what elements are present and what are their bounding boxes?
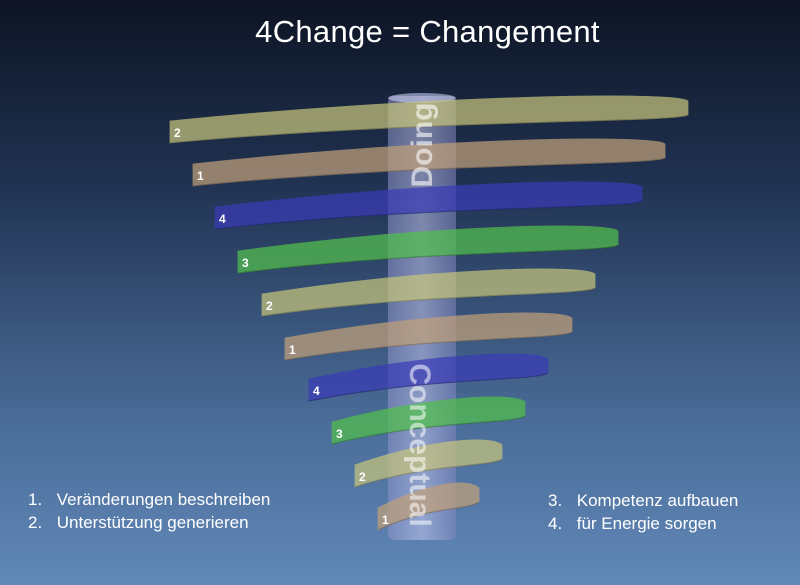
legend-text: Unterstützung generieren (56, 513, 249, 532)
axis-label-doing: Doing (406, 103, 439, 188)
spiral-band-number: 2 (174, 126, 181, 140)
spiral-band-number: 2 (359, 470, 366, 484)
spiral-band-shape (331, 396, 526, 445)
spiral-band-edge (169, 114, 689, 144)
spiral-band-shape (354, 439, 503, 488)
spiral-band: 1 (192, 138, 666, 187)
spiral-band-number: 4 (313, 384, 320, 398)
legend-item: 1. Veränderungen beschreiben (28, 488, 270, 511)
spiral-band-number: 1 (289, 343, 296, 357)
spiral-band-shape (237, 225, 619, 274)
legend-text: für Energie sorgen (576, 514, 717, 533)
legend-item: 2. Unterstützung generieren (28, 511, 270, 534)
spiral-band-number: 3 (242, 256, 249, 270)
spiral-band: 2 (261, 268, 596, 317)
legend-right: 3. Kompetenz aufbauen 4. für Energie sor… (548, 489, 738, 535)
spiral-band-shape (214, 181, 643, 230)
spiral-band-shape (377, 482, 480, 531)
spiral-band: 4 (308, 353, 549, 402)
legend-number: 4. (548, 514, 563, 533)
spiral-band: 3 (237, 225, 619, 274)
spiral-band: 2 (169, 95, 689, 144)
spiral-band-edge (308, 372, 549, 402)
spiral-band: 4 (214, 181, 643, 230)
legend-text: Veränderungen beschreiben (56, 490, 271, 509)
spiral-band-edge (354, 458, 503, 488)
spiral-band-number: 2 (266, 299, 273, 313)
spiral-band: 1 (284, 312, 573, 361)
legend-number: 1. (28, 490, 43, 509)
legend-text: Kompetenz aufbauen (576, 491, 739, 510)
spiral-band-number: 3 (336, 427, 343, 441)
spiral-band: 3 (331, 396, 526, 445)
spiral-band-edge (192, 157, 666, 187)
spiral-band: 1 (377, 482, 480, 531)
axis-label-conceptual: Conceptual (403, 363, 436, 526)
page-title: 4Change = Changement (255, 14, 600, 49)
spiral-band-number: 1 (382, 513, 389, 527)
legend-item: 3. Kompetenz aufbauen (548, 489, 738, 512)
spiral-band: 2 (354, 439, 503, 488)
spiral-band-edge (377, 501, 480, 531)
legend-left: 1. Veränderungen beschreiben 2. Unterstü… (28, 488, 270, 534)
spiral-band-edge (331, 415, 526, 445)
spiral-band-edge (214, 200, 643, 230)
spiral-band-number: 1 (197, 169, 204, 183)
spiral-band-shape (169, 95, 689, 144)
spiral-band-shape (308, 353, 549, 402)
legend-item: 4. für Energie sorgen (548, 512, 738, 535)
spiral-band-number: 4 (219, 212, 226, 226)
spiral-band-shape (192, 138, 666, 187)
spiral-band-shape (261, 268, 596, 317)
spiral-band-edge (261, 287, 596, 317)
spiral-band-edge (237, 244, 619, 274)
spiral-band-edge (284, 331, 573, 361)
spiral-band-shape (284, 312, 573, 361)
legend-number: 2. (28, 513, 43, 532)
legend-number: 3. (548, 491, 563, 510)
